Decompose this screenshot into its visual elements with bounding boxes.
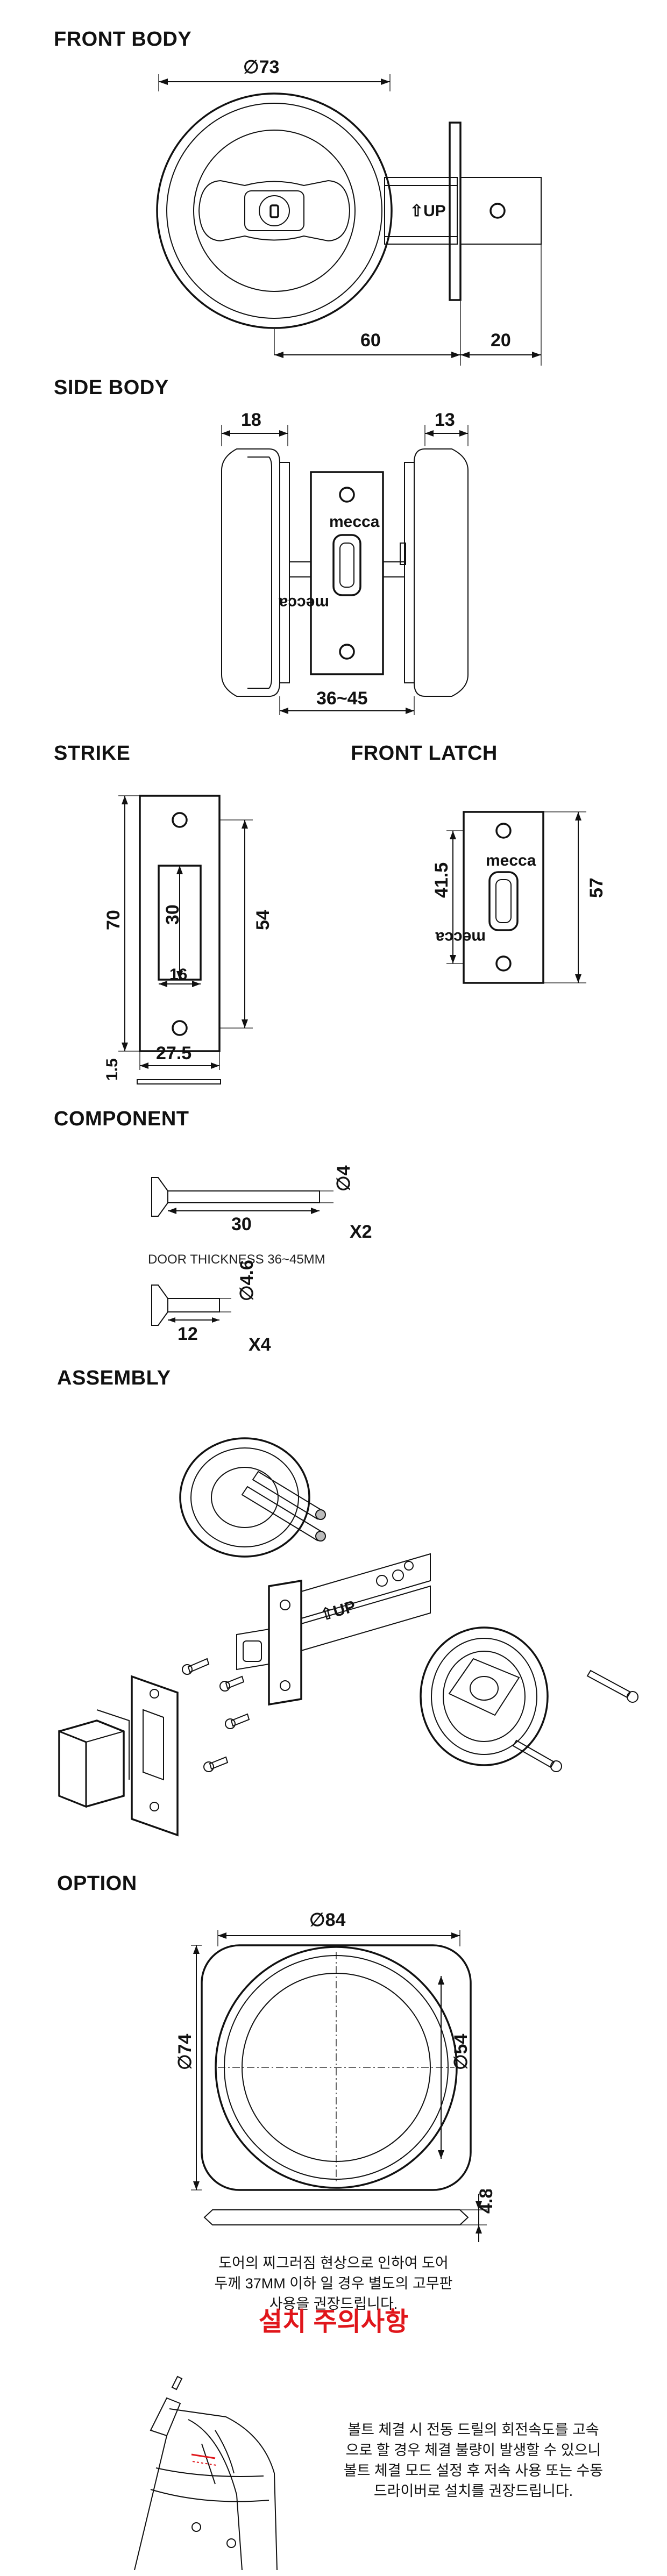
long-screw-length: 30 <box>231 1214 252 1235</box>
front-latch-title: FRONT LATCH <box>351 742 498 765</box>
assembly-title: ASSEMBLY <box>57 1367 171 1389</box>
front-body-section: FRONT BODY ∅73 ⇧UP 60 <box>0 0 667 366</box>
front-body-width: 60 <box>360 330 381 351</box>
strike-slot-height: 30 <box>162 904 183 925</box>
assembly-section: ASSEMBLY ⇧UP <box>0 1355 667 1860</box>
drill-illustration <box>134 2375 278 2570</box>
short-screw-qty: X4 <box>249 1335 271 1355</box>
option-note-line3: 사용을 권장드립니다. <box>269 2296 398 2312</box>
door-thickness-note: DOOR THICKNESS 36~45MM <box>148 1252 325 1267</box>
option-left-diameter: ∅74 <box>175 2033 195 2070</box>
assembly-up-mark: ⇧UP <box>318 1597 358 1624</box>
front-latch-brand-bottom: mecca <box>435 929 486 946</box>
side-body-right-dim: 13 <box>435 410 455 430</box>
side-body-brand-top: mecca <box>329 513 380 531</box>
strike-drawing: 70 30 16 54 27.5 1.5 mecca mecc <box>103 795 607 1084</box>
option-section: OPTION ∅84 ∅74 ∅54 4.8 <box>0 1860 667 2312</box>
front-latch-total: 57 <box>586 877 607 898</box>
side-body-section: SIDE BODY 18 13 mecca mecca <box>0 366 667 731</box>
strike-latch-section: STRIKE FRONT LATCH 70 30 16 54 <box>0 731 667 1097</box>
option-note-line1: 도어의 찌그러짐 현상으로 인하여 도어 <box>218 2255 449 2271</box>
strike-inner: 54 <box>253 910 273 930</box>
short-screw-length: 12 <box>178 1324 198 1344</box>
up-mark: ⇧UP <box>410 202 446 220</box>
front-body-title: FRONT BODY <box>54 28 192 51</box>
caution-title: 설치 주의사항 <box>258 2308 409 2336</box>
option-title: OPTION <box>57 1872 137 1895</box>
strike-slot-width: 16 <box>169 966 187 983</box>
front-body-drawing: ∅73 ⇧UP 60 20 <box>156 57 542 366</box>
side-body-left-dim: 18 <box>241 410 261 430</box>
assembly-drawing: ⇧UP <box>58 1437 638 1837</box>
caution-text: 볼트 체결 시 전동 드릴의 회전속도를 고속 으로 할 경우 체결 불량이 발… <box>323 2420 624 2501</box>
component-section: COMPONENT 30 ∅4 X2 DOOR THICKNESS 36~45M… <box>0 1097 667 1355</box>
option-drawing: ∅84 ∅74 ∅54 <box>175 1910 472 2191</box>
caution-line1: 볼트 체결 시 전동 드릴의 회전속도를 고속 <box>347 2422 599 2438</box>
side-body-title: SIDE BODY <box>54 376 169 399</box>
short-screw-diameter: ∅4.6 <box>237 1260 257 1301</box>
side-body-drawing: 18 13 mecca mecca 36~45 <box>221 410 469 715</box>
strike-width: 27.5 <box>156 1043 191 1064</box>
long-screw-qty: X2 <box>350 1222 372 1242</box>
option-outer-diameter: ∅84 <box>309 1910 346 1930</box>
caution-line4: 드라이버로 설치를 권장드립니다. <box>373 2483 573 2499</box>
side-body-thickness: 36~45 <box>316 688 368 709</box>
option-note: 도어의 찌그러짐 현상으로 인하여 도어 두께 37MM 이하 일 경우 별도의… <box>199 2253 468 2314</box>
caution-line3: 볼트 체결 모드 설정 후 저속 사용 또는 수동 <box>343 2463 604 2479</box>
front-latch-height: 41.5 <box>431 862 452 898</box>
front-body-backset: 20 <box>491 330 511 351</box>
option-pad-side: 4.8 <box>203 2189 496 2242</box>
component-title: COMPONENT <box>54 1108 189 1130</box>
long-screw-diameter: ∅4 <box>334 1165 354 1191</box>
side-body-brand-bottom: mecca <box>279 594 329 612</box>
caution-line2: 으로 할 경우 체결 불량이 발생할 수 있으니 <box>345 2442 601 2458</box>
option-note-line2: 두께 37MM 이하 일 경우 별도의 고무판 <box>214 2275 453 2292</box>
option-pad-thickness: 4.8 <box>476 2189 496 2214</box>
front-body-diameter: ∅73 <box>243 57 279 77</box>
front-latch-brand-top: mecca <box>486 852 536 869</box>
strike-height: 70 <box>103 910 124 930</box>
strike-title: STRIKE <box>54 742 131 765</box>
strike-plate-thickness: 1.5 <box>103 1058 121 1081</box>
component-drawing: 30 ∅4 X2 DOOR THICKNESS 36~45MM 12 ∅4.6 … <box>148 1165 372 1355</box>
option-inner-diameter: ∅54 <box>451 2033 471 2070</box>
